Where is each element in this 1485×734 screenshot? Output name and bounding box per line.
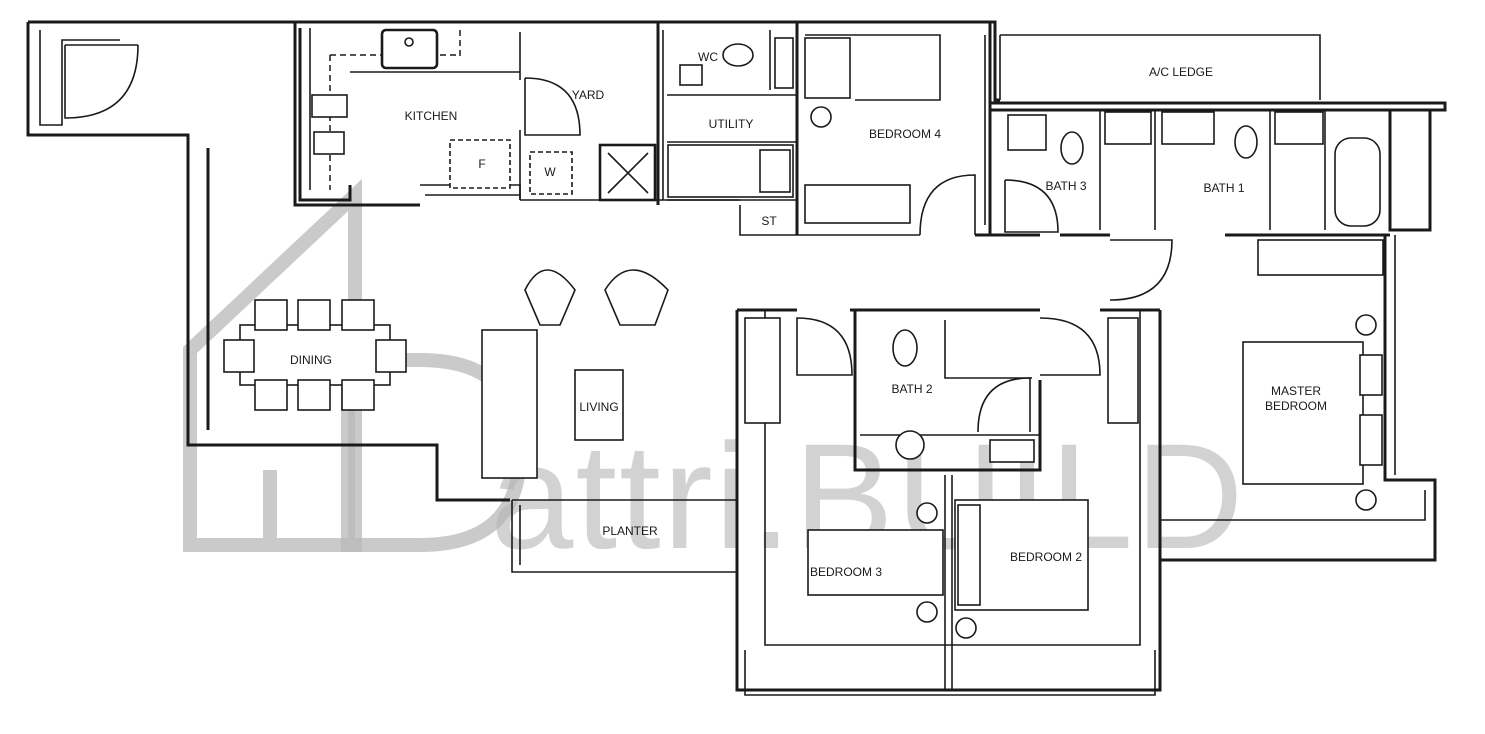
kitchen-sink-icon bbox=[380, 28, 439, 70]
bedroom4-lamp-icon bbox=[810, 106, 832, 128]
bath2-door bbox=[1039, 317, 1101, 376]
bath2-toilet-icon bbox=[892, 329, 918, 367]
master-wardrobe bbox=[1257, 239, 1384, 276]
cooker-hob-icon bbox=[311, 94, 348, 118]
dining-table-icon bbox=[239, 324, 391, 386]
yard-label: YARD bbox=[572, 88, 605, 102]
washer-label: W bbox=[544, 165, 556, 179]
walls bbox=[26, 20, 1447, 696]
bath2-inner-door bbox=[977, 377, 1031, 433]
ac-ledge-label: A/C LEDGE bbox=[1149, 65, 1213, 79]
bedroom3-label: BEDROOM 3 bbox=[810, 565, 882, 579]
bedroom3-bed-icon bbox=[807, 529, 944, 596]
yard-door bbox=[524, 77, 581, 136]
planter-label: PLANTER bbox=[602, 524, 658, 538]
bedroom4-bed-icon bbox=[804, 37, 851, 99]
bath1-toilet-icon bbox=[1234, 125, 1258, 159]
bath3-label: BATH 3 bbox=[1045, 179, 1086, 193]
sofa-icon bbox=[481, 329, 538, 479]
bath2-sink-icon bbox=[895, 430, 925, 460]
fixtures: F W bbox=[223, 28, 1384, 639]
doors bbox=[64, 44, 1173, 433]
bath2-label: BATH 2 bbox=[891, 382, 932, 396]
bedroom4-label: BEDROOM 4 bbox=[869, 127, 941, 141]
main-door bbox=[64, 44, 139, 119]
bedroom2-wardrobe bbox=[1107, 317, 1139, 424]
bedroom3-door bbox=[796, 317, 853, 376]
master-door bbox=[1109, 239, 1173, 301]
master-bedroom-label-line2: BEDROOM bbox=[1265, 399, 1327, 413]
utility-label: UTILITY bbox=[709, 117, 754, 131]
master-bed-icon bbox=[1242, 341, 1364, 485]
bathtub-icon bbox=[1334, 137, 1381, 227]
armchair-left-icon bbox=[524, 269, 576, 326]
armchair-right-icon bbox=[604, 269, 669, 326]
bedroom3-wardrobe bbox=[744, 317, 781, 424]
fridge-label: F bbox=[478, 157, 485, 171]
store-label: ST bbox=[761, 214, 777, 228]
bedroom4-wardrobe bbox=[804, 184, 911, 224]
room-labels: KITCHEN YARD WC UTILITY BEDROOM 4 A/C LE… bbox=[290, 50, 1327, 579]
wc-label: WC bbox=[698, 50, 718, 64]
living-label: LIVING bbox=[579, 400, 618, 414]
bedroom2-label: BEDROOM 2 bbox=[1010, 550, 1082, 564]
bath3-toilet-icon bbox=[1060, 131, 1084, 165]
wc-toilet-icon bbox=[722, 43, 754, 67]
dining-label: DINING bbox=[290, 353, 332, 367]
bath3-door bbox=[1004, 179, 1059, 233]
kitchen-label: KITCHEN bbox=[405, 109, 458, 123]
bedroom4-door bbox=[919, 174, 976, 236]
master-bedroom-label-line1: MASTER bbox=[1271, 384, 1321, 398]
bath1-label: BATH 1 bbox=[1203, 181, 1244, 195]
watermark-logo-icon bbox=[183, 178, 362, 552]
